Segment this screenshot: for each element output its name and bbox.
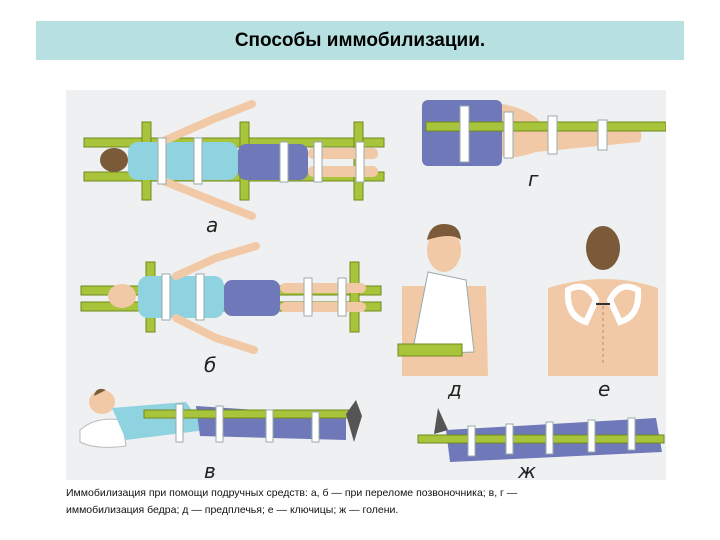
bandage [193,137,203,185]
figure-caption: Иммобилизация при помощи подручных средс… [66,485,686,519]
bandage [311,411,320,443]
leg [280,302,366,312]
arm [157,100,256,146]
bandage [161,273,171,321]
pillow [79,418,127,448]
back [548,279,658,376]
bandage [355,141,365,183]
panel-d: д [397,224,488,401]
bandage [215,405,224,443]
illustration: а б [79,100,666,480]
bandage [175,403,184,443]
shirt [112,402,206,440]
shirt [128,142,238,180]
trousers [238,144,308,180]
shirt [138,276,224,318]
trousers [224,280,280,316]
bandage [303,277,313,317]
bandage [157,137,167,185]
panel-v: в [79,388,362,480]
bandage [627,417,636,451]
bandage [467,425,476,457]
caption-line-2: иммобилизация бедра; д — предплечья; е —… [66,504,399,516]
bandage [313,141,323,183]
arm [157,176,256,220]
bandage [337,277,347,317]
head [108,284,136,308]
bandage-ring [564,283,600,326]
bandage [265,409,274,443]
panel-label-zh: ж [517,459,536,480]
bandage [195,273,205,321]
panel-label-g: г [528,167,539,191]
bandage [459,105,470,163]
hair [94,388,106,396]
panel-label-b: б [204,353,216,377]
bandage [547,115,558,155]
panel-label-e: е [598,377,610,401]
panel-zh: ж [417,408,665,480]
caption-line-1: Иммобилизация при помощи подручных средс… [66,487,518,499]
immobilization-figure: а б [66,90,666,480]
splint [417,434,665,444]
leg [280,283,366,293]
hair [427,224,461,240]
head [89,390,115,414]
sling [411,271,475,355]
head [100,148,128,172]
head-back [586,226,620,270]
bandage [587,419,596,453]
slide-title: Способы иммобилизации. [234,29,486,51]
bandage [505,423,514,455]
panel-e: е [548,226,658,401]
title-bar: Способы иммобилизации. [36,21,684,60]
head [427,228,461,272]
splint [349,261,360,333]
bandage [279,141,289,183]
bandage [503,111,514,159]
bandage [545,421,554,455]
panel-a: а [83,100,385,237]
panel-g: г [422,100,666,191]
splint [425,121,666,132]
panel-b: б [80,242,382,377]
panel-label-v: в [204,459,216,480]
panel-label-d: д [447,377,462,401]
bandage-ring [606,283,642,326]
boot [346,400,362,442]
panel-label-a: а [206,213,218,237]
arm [172,242,260,280]
boot [434,408,448,434]
bandage [597,119,608,151]
arm [172,314,258,354]
splint [397,343,463,357]
